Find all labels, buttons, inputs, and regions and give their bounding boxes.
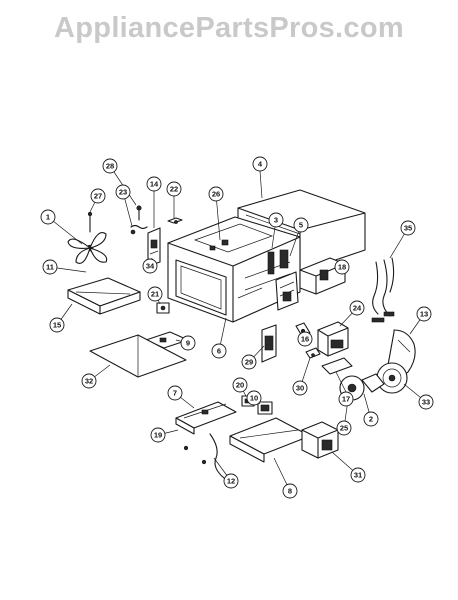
callout-5: 5 xyxy=(293,217,309,233)
magnetron-bracket xyxy=(275,271,299,311)
svg-text:32: 32 xyxy=(85,377,93,386)
latch-plate xyxy=(147,227,161,267)
svg-text:27: 27 xyxy=(94,192,102,201)
callout-7: 7 xyxy=(167,385,183,401)
svg-text:13: 13 xyxy=(420,310,428,319)
bottom-plate xyxy=(89,334,187,378)
callout-24: 24 xyxy=(349,300,365,316)
svg-text:14: 14 xyxy=(150,180,159,189)
svg-text:20: 20 xyxy=(236,381,244,390)
transformer xyxy=(317,321,349,357)
callout-1: 1 xyxy=(40,209,56,225)
svg-text:29: 29 xyxy=(245,358,253,367)
oven-cavity xyxy=(167,216,301,323)
watermark: AppliancePartsPros.com xyxy=(54,12,404,44)
blower-fan xyxy=(376,362,408,394)
svg-text:30: 30 xyxy=(296,384,304,393)
callout-21: 21 xyxy=(147,286,163,302)
svg-text:28: 28 xyxy=(106,162,114,171)
callout-3: 3 xyxy=(268,212,284,228)
svg-text:5: 5 xyxy=(299,221,303,230)
svg-text:2: 2 xyxy=(369,415,373,424)
callout-10: 10 xyxy=(246,390,262,406)
svg-text:12: 12 xyxy=(227,477,235,486)
callout-27: 27 xyxy=(90,188,106,204)
control-panel xyxy=(175,401,237,435)
svg-text:11: 11 xyxy=(46,263,54,272)
capacitor xyxy=(261,324,277,363)
screw-and-spring xyxy=(130,205,148,235)
svg-text:10: 10 xyxy=(250,394,258,403)
svg-text:17: 17 xyxy=(342,395,350,404)
svg-text:35: 35 xyxy=(404,224,412,233)
svg-text:3: 3 xyxy=(274,216,278,225)
clip xyxy=(167,217,183,224)
callout-12: 12 xyxy=(223,473,239,489)
callout-22: 22 xyxy=(166,181,182,197)
svg-text:8: 8 xyxy=(288,487,292,496)
callout-25: 25 xyxy=(336,420,352,436)
svg-text:4: 4 xyxy=(258,160,263,169)
callout-30: 30 xyxy=(292,380,308,396)
callout-19: 19 xyxy=(150,427,166,443)
callout-14: 14 xyxy=(146,176,162,192)
svg-text:31: 31 xyxy=(354,471,362,480)
wire-harness xyxy=(371,257,395,323)
wire-lead xyxy=(183,433,225,479)
svg-text:25: 25 xyxy=(340,424,348,433)
callout-16: 16 xyxy=(297,331,313,347)
callout-17: 17 xyxy=(338,391,354,407)
svg-text:18: 18 xyxy=(338,263,346,272)
callout-2: 2 xyxy=(363,411,379,427)
svg-text:9: 9 xyxy=(186,339,190,348)
svg-text:1: 1 xyxy=(46,213,50,222)
base-plate xyxy=(229,417,311,463)
svg-text:33: 33 xyxy=(422,398,430,407)
relay-block xyxy=(301,421,339,459)
callout-9: 9 xyxy=(180,335,196,351)
svg-text:26: 26 xyxy=(212,190,220,199)
fan-motor xyxy=(339,373,385,401)
callout-20: 20 xyxy=(232,377,248,393)
svg-text:22: 22 xyxy=(170,185,178,194)
svg-text:19: 19 xyxy=(154,431,162,440)
callout-35: 35 xyxy=(400,220,416,236)
svg-text:7: 7 xyxy=(173,389,177,398)
small-bracket xyxy=(305,347,353,375)
callout-29: 29 xyxy=(241,354,257,370)
callout-13: 13 xyxy=(416,306,432,322)
callout-18: 18 xyxy=(334,259,350,275)
callout-4: 4 xyxy=(252,156,268,172)
callout-28: 28 xyxy=(102,158,118,174)
svg-text:24: 24 xyxy=(353,304,362,313)
callout-34: 34 xyxy=(142,258,158,274)
callout-15: 15 xyxy=(49,317,65,333)
svg-text:23: 23 xyxy=(119,188,127,197)
svg-text:15: 15 xyxy=(53,321,61,330)
callout-31: 31 xyxy=(350,467,366,483)
fan-blade xyxy=(67,211,108,264)
svg-text:16: 16 xyxy=(301,335,309,344)
svg-text:6: 6 xyxy=(217,347,221,356)
callout-32: 32 xyxy=(81,373,97,389)
svg-text:34: 34 xyxy=(146,262,155,271)
callout-33: 33 xyxy=(418,394,434,410)
callout-6: 6 xyxy=(211,343,227,359)
callout-26: 26 xyxy=(208,186,224,202)
drip-tray xyxy=(67,277,141,315)
callout-11: 11 xyxy=(42,259,58,275)
svg-text:21: 21 xyxy=(151,290,159,299)
callout-8: 8 xyxy=(282,483,298,499)
callout-23: 23 xyxy=(115,184,131,200)
